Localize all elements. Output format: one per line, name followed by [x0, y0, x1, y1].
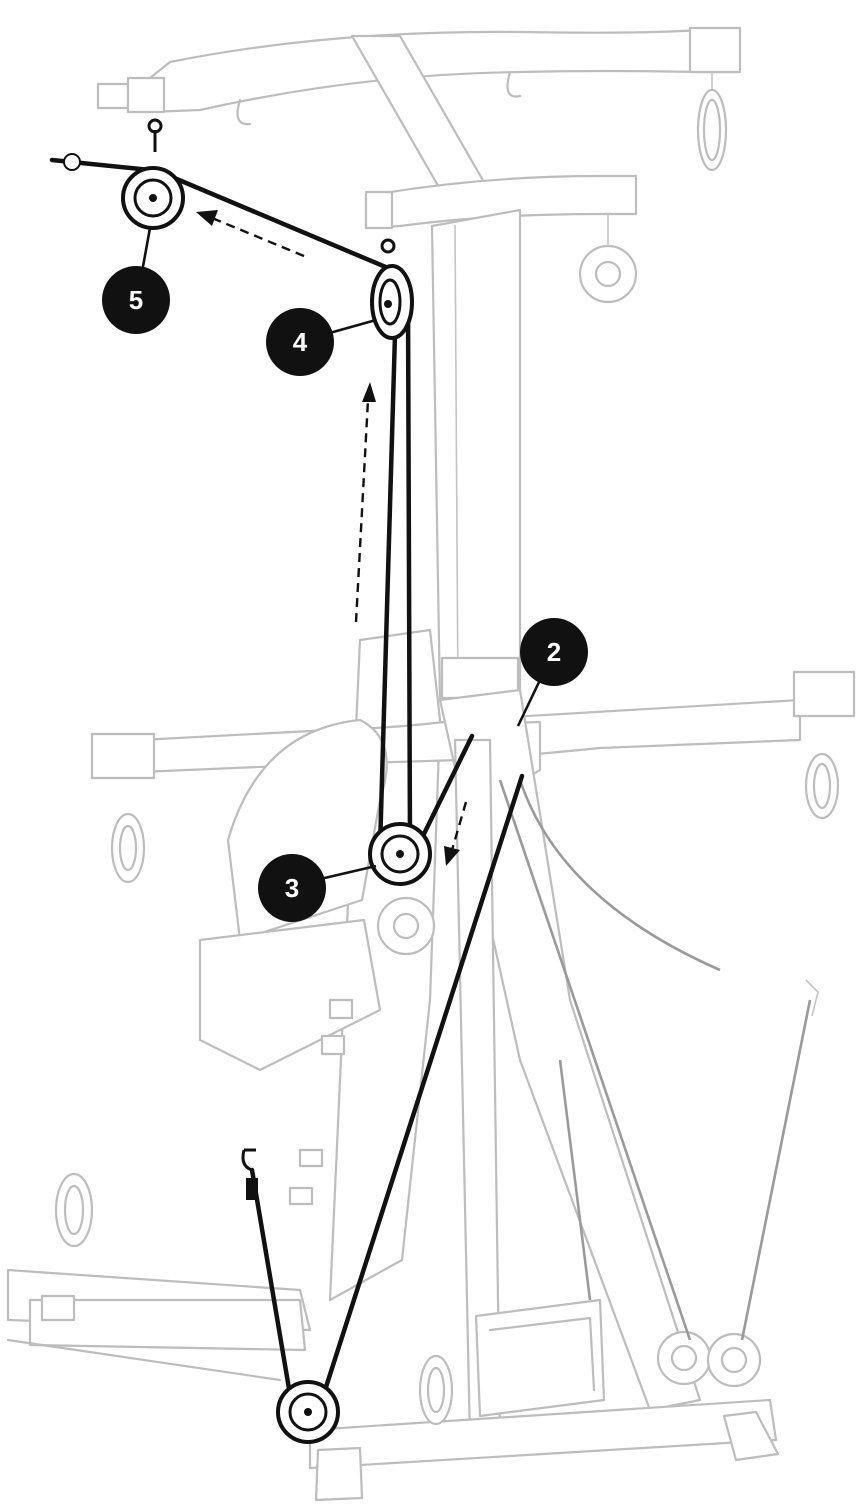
pulley-icon [370, 264, 414, 340]
callout-2: 2 [516, 618, 588, 727]
callout-4: 4 [266, 308, 377, 376]
flow-arrow-icon [354, 382, 376, 623]
flow-arrow-icon [196, 210, 305, 258]
pulley-3 [368, 822, 432, 886]
callouts: 2 3 4 5 [102, 227, 588, 922]
flow-arrow-icon [444, 801, 468, 866]
machine-frame [6, 26, 856, 1502]
callout-2-label: 2 [547, 637, 561, 667]
pulley-bottom [276, 1380, 340, 1444]
flow-arrows [196, 210, 468, 866]
callout-4-label: 4 [293, 327, 308, 357]
callout-3-label: 3 [285, 873, 299, 903]
callout-5: 5 [102, 227, 170, 334]
pulley-4 [370, 238, 414, 340]
pulley-5 [121, 118, 185, 230]
callout-5-label: 5 [129, 285, 143, 315]
callout-3: 3 [258, 854, 377, 922]
